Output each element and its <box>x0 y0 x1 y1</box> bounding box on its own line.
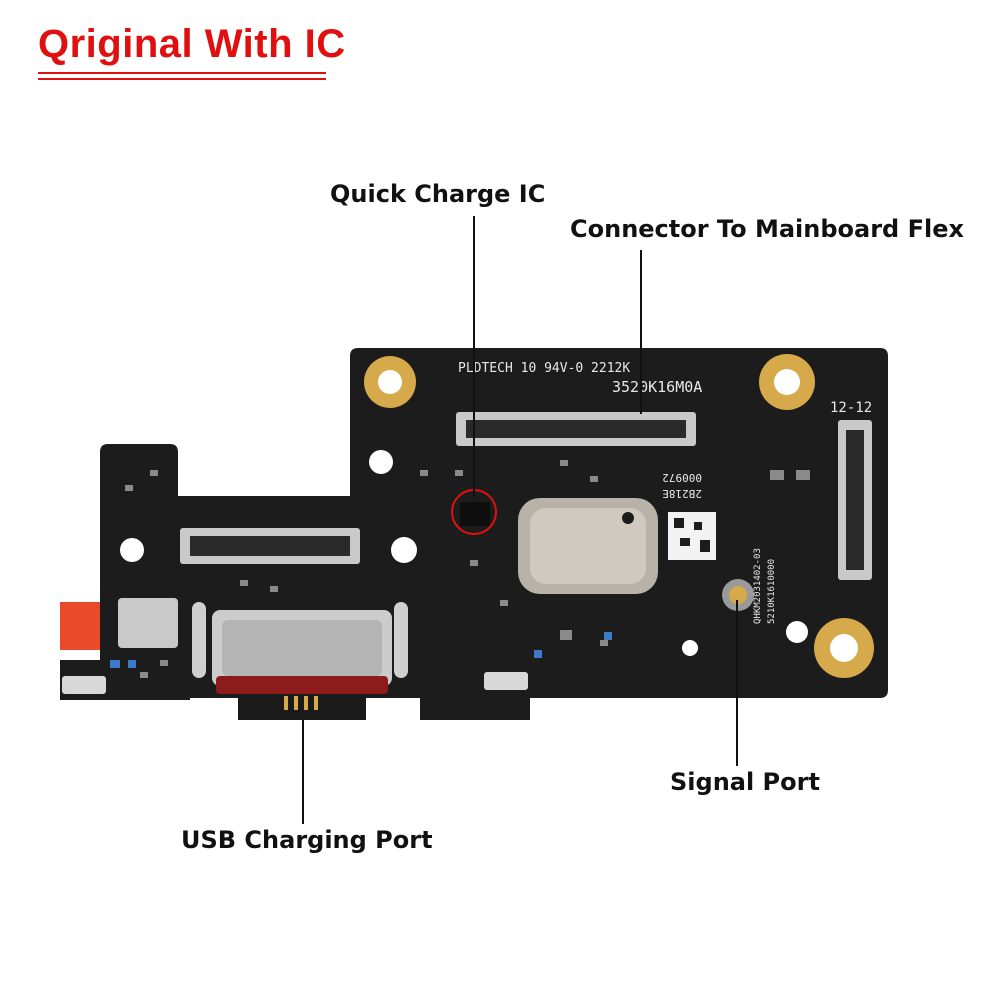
antenna-clip <box>484 672 528 690</box>
leader-signal-port <box>736 600 738 766</box>
callout-connector-mainboard: Connector To Mainboard Flex <box>570 215 964 243</box>
leader-quick-charge-ic <box>473 216 475 498</box>
callout-signal-port: Signal Port <box>670 768 820 796</box>
silkscreen-code-b: 2B218E <box>662 487 702 500</box>
mount-hole <box>391 537 417 563</box>
usb-c-pins <box>238 694 366 720</box>
contact-pad <box>192 602 206 678</box>
title-underline-lower <box>38 78 326 80</box>
callout-usb-charging-port: USB Charging Port <box>181 826 433 854</box>
silkscreen-date: 12-12 <box>830 400 872 416</box>
silkscreen-side-b: 5210K1610000 <box>767 559 777 624</box>
usb-c-base <box>216 676 388 694</box>
silkscreen-code-a: 000972 <box>662 471 702 484</box>
quick-charge-ic <box>460 502 490 526</box>
flex-ribbon <box>60 602 104 650</box>
title-underline <box>38 72 326 74</box>
leader-connector-mainboard <box>640 250 642 414</box>
mount-hole <box>120 538 144 562</box>
mount-hole <box>369 450 393 474</box>
callout-quick-charge-ic: Quick Charge IC <box>330 180 546 208</box>
antenna-clip <box>62 676 106 694</box>
silkscreen-side-a: QHKM2031402-03 <box>753 548 763 624</box>
page-title: Qriginal With IC <box>38 22 346 66</box>
silkscreen-brand: PLDTECH 10 94V-0 2212K <box>458 361 630 376</box>
component-square <box>118 598 178 648</box>
leader-usb-charging-port <box>302 720 304 824</box>
mount-hole <box>682 640 698 656</box>
mount-hole <box>786 621 808 643</box>
contact-pad <box>394 602 408 678</box>
silkscreen-model: 3520K16M0A <box>612 378 702 396</box>
